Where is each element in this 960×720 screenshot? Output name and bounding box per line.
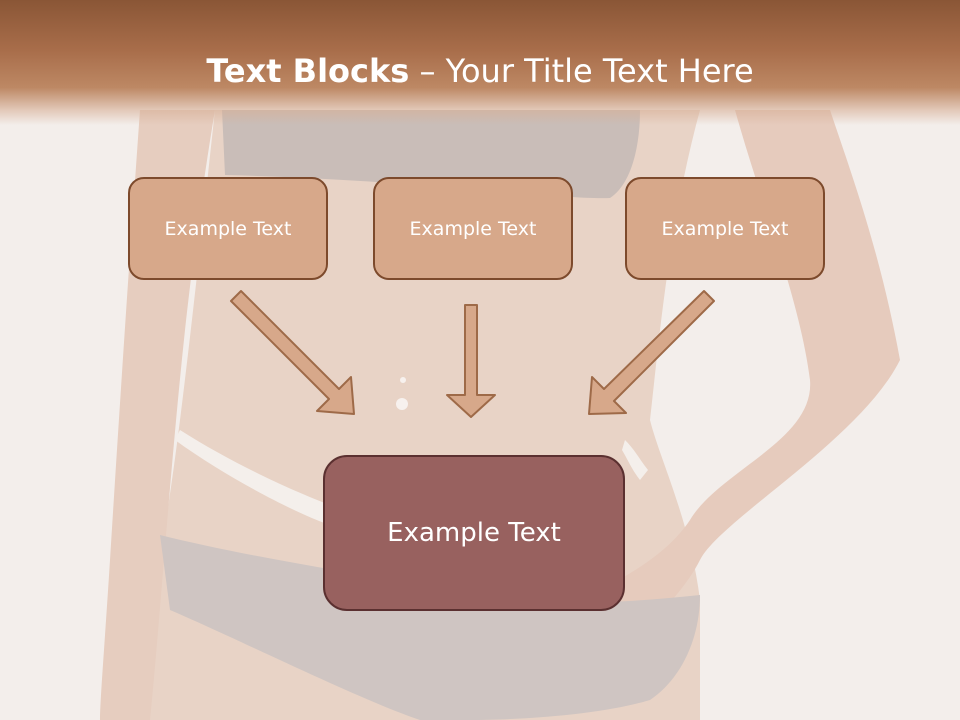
title-band: [0, 0, 960, 125]
bra-shape: [222, 110, 640, 199]
arrow-left: [230, 290, 355, 415]
slide-title: Text Blocks – Your Title Text Here: [0, 52, 960, 90]
arrow-center: [446, 304, 496, 418]
text-block-3-label: Example Text: [661, 217, 789, 240]
navel-piercing: [396, 398, 408, 410]
target-text-block-label: Example Text: [387, 518, 561, 548]
navel-piercing-top: [400, 377, 406, 383]
measuring-tape-right-shape: [622, 440, 648, 480]
measuring-tape-shape: [175, 430, 330, 525]
text-block-1-label: Example Text: [164, 217, 292, 240]
text-block-1: Example Text: [128, 177, 328, 280]
briefs-shape: [160, 535, 700, 720]
text-block-3: Example Text: [625, 177, 825, 280]
target-text-block: Example Text: [323, 455, 625, 611]
slide-title-rest: – Your Title Text Here: [409, 52, 754, 90]
text-block-2: Example Text: [373, 177, 573, 280]
slide-title-bold: Text Blocks: [206, 52, 410, 90]
arrow-right: [588, 290, 715, 415]
text-block-2-label: Example Text: [409, 217, 537, 240]
